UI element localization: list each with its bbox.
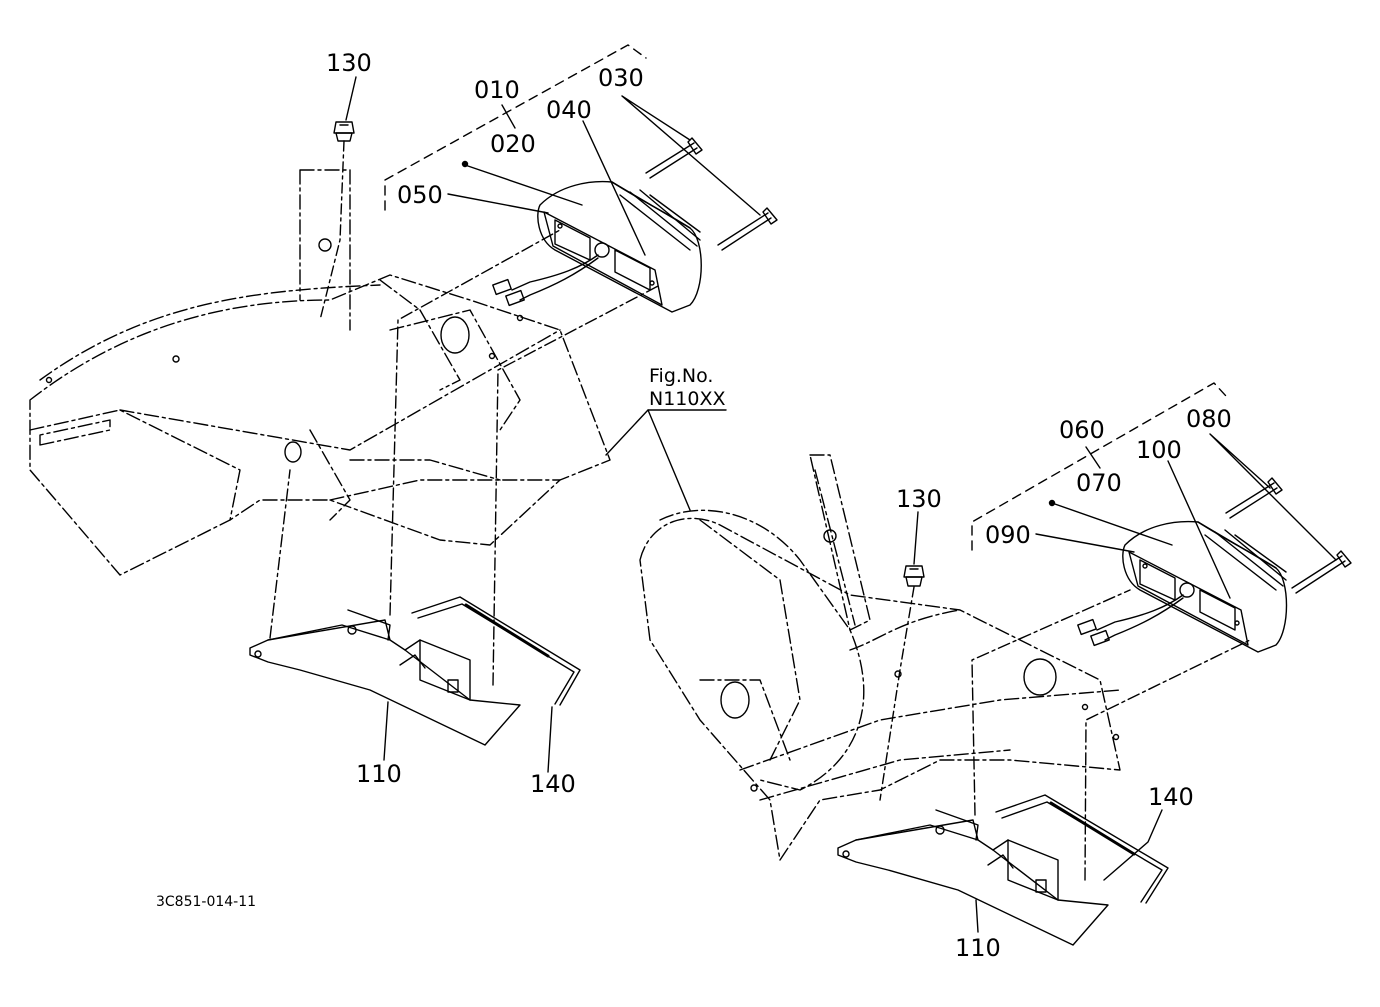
left-leader-010 <box>501 104 516 129</box>
right-leader-080 <box>1209 433 1337 561</box>
left-fender-hole-6 <box>516 314 524 322</box>
label-left-130: 130 <box>326 49 372 77</box>
left-leader-140 <box>547 706 553 773</box>
right-dot-070 <box>1048 499 1056 507</box>
label-left-010: 010 <box>474 76 520 104</box>
left-assembly-lines <box>269 229 661 686</box>
label-right-070: 070 <box>1076 469 1122 497</box>
left-leader-130 <box>345 76 357 121</box>
right-tail-lamp <box>1122 520 1288 653</box>
drawing-code: 3C851-014-11 <box>156 894 257 910</box>
left-bolt-leader <box>319 140 345 321</box>
label-right-130: 130 <box>896 485 942 513</box>
right-fender-hole-3 <box>750 784 758 792</box>
left-post-hole <box>318 238 332 252</box>
left-fender-hole-5 <box>488 352 496 360</box>
left-lamp-harness <box>492 254 599 307</box>
right-leader-110 <box>975 899 979 933</box>
right-fender-hole-2 <box>1023 658 1057 696</box>
label-right-100: 100 <box>1136 436 1182 464</box>
right-bolt-leader <box>879 586 915 801</box>
right-leader-060 <box>1085 446 1101 469</box>
left-fender-hole-1 <box>284 441 302 463</box>
right-rod-140 <box>995 794 1169 904</box>
left-fender-hole-2 <box>440 316 470 354</box>
left-leader-050 <box>447 193 549 214</box>
label-left-110: 110 <box>356 760 402 788</box>
right-leader-140 <box>1103 809 1163 881</box>
right-fender-hole-5 <box>1112 733 1120 741</box>
left-fender-hole-3 <box>172 355 180 363</box>
left-rod-140 <box>411 596 581 706</box>
label-right-060: 060 <box>1059 416 1105 444</box>
right-fender-hole-6 <box>894 670 902 678</box>
fig-callout-line-right <box>647 409 691 511</box>
right-leader-070 <box>1051 502 1173 546</box>
right-leader-100 <box>1167 460 1231 599</box>
right-bolt-130 <box>903 565 925 587</box>
left-screws-030 <box>645 137 778 251</box>
left-leader-110 <box>383 701 389 761</box>
right-fender-hole-1 <box>720 681 750 719</box>
label-left-050: 050 <box>397 181 443 209</box>
label-left-030: 030 <box>598 64 644 92</box>
left-fender-hole-4 <box>45 376 53 384</box>
right-screws-080 <box>1225 477 1352 594</box>
label-left-140: 140 <box>530 770 576 798</box>
label-left-040: 040 <box>546 96 592 124</box>
label-right-090: 090 <box>985 521 1031 549</box>
left-bracket-110 <box>249 609 521 746</box>
left-leader-030 <box>621 95 761 216</box>
right-leader-090 <box>1035 533 1135 553</box>
left-fender-body <box>29 169 611 576</box>
right-post-hole <box>823 529 837 543</box>
label-right-110: 110 <box>955 934 1001 962</box>
fig-callout-line-left <box>605 409 727 456</box>
fig-no-number: N110XX <box>649 388 726 410</box>
right-assembly-lines <box>971 589 1251 881</box>
left-dot-020 <box>461 160 469 168</box>
left-leader-040 <box>582 120 646 256</box>
left-bolt-130 <box>333 121 355 142</box>
label-left-020: 020 <box>490 130 536 158</box>
right-group-bracket <box>971 382 1227 551</box>
right-leader-130 <box>913 511 919 565</box>
right-lamp-harness <box>1077 594 1184 647</box>
label-right-140: 140 <box>1148 783 1194 811</box>
left-leader-020 <box>464 164 583 206</box>
label-right-080: 080 <box>1186 405 1232 433</box>
right-fender-hole-4 <box>1081 703 1089 711</box>
right-bracket-110 <box>837 809 1109 946</box>
fig-no-label: Fig.No. <box>649 365 714 387</box>
